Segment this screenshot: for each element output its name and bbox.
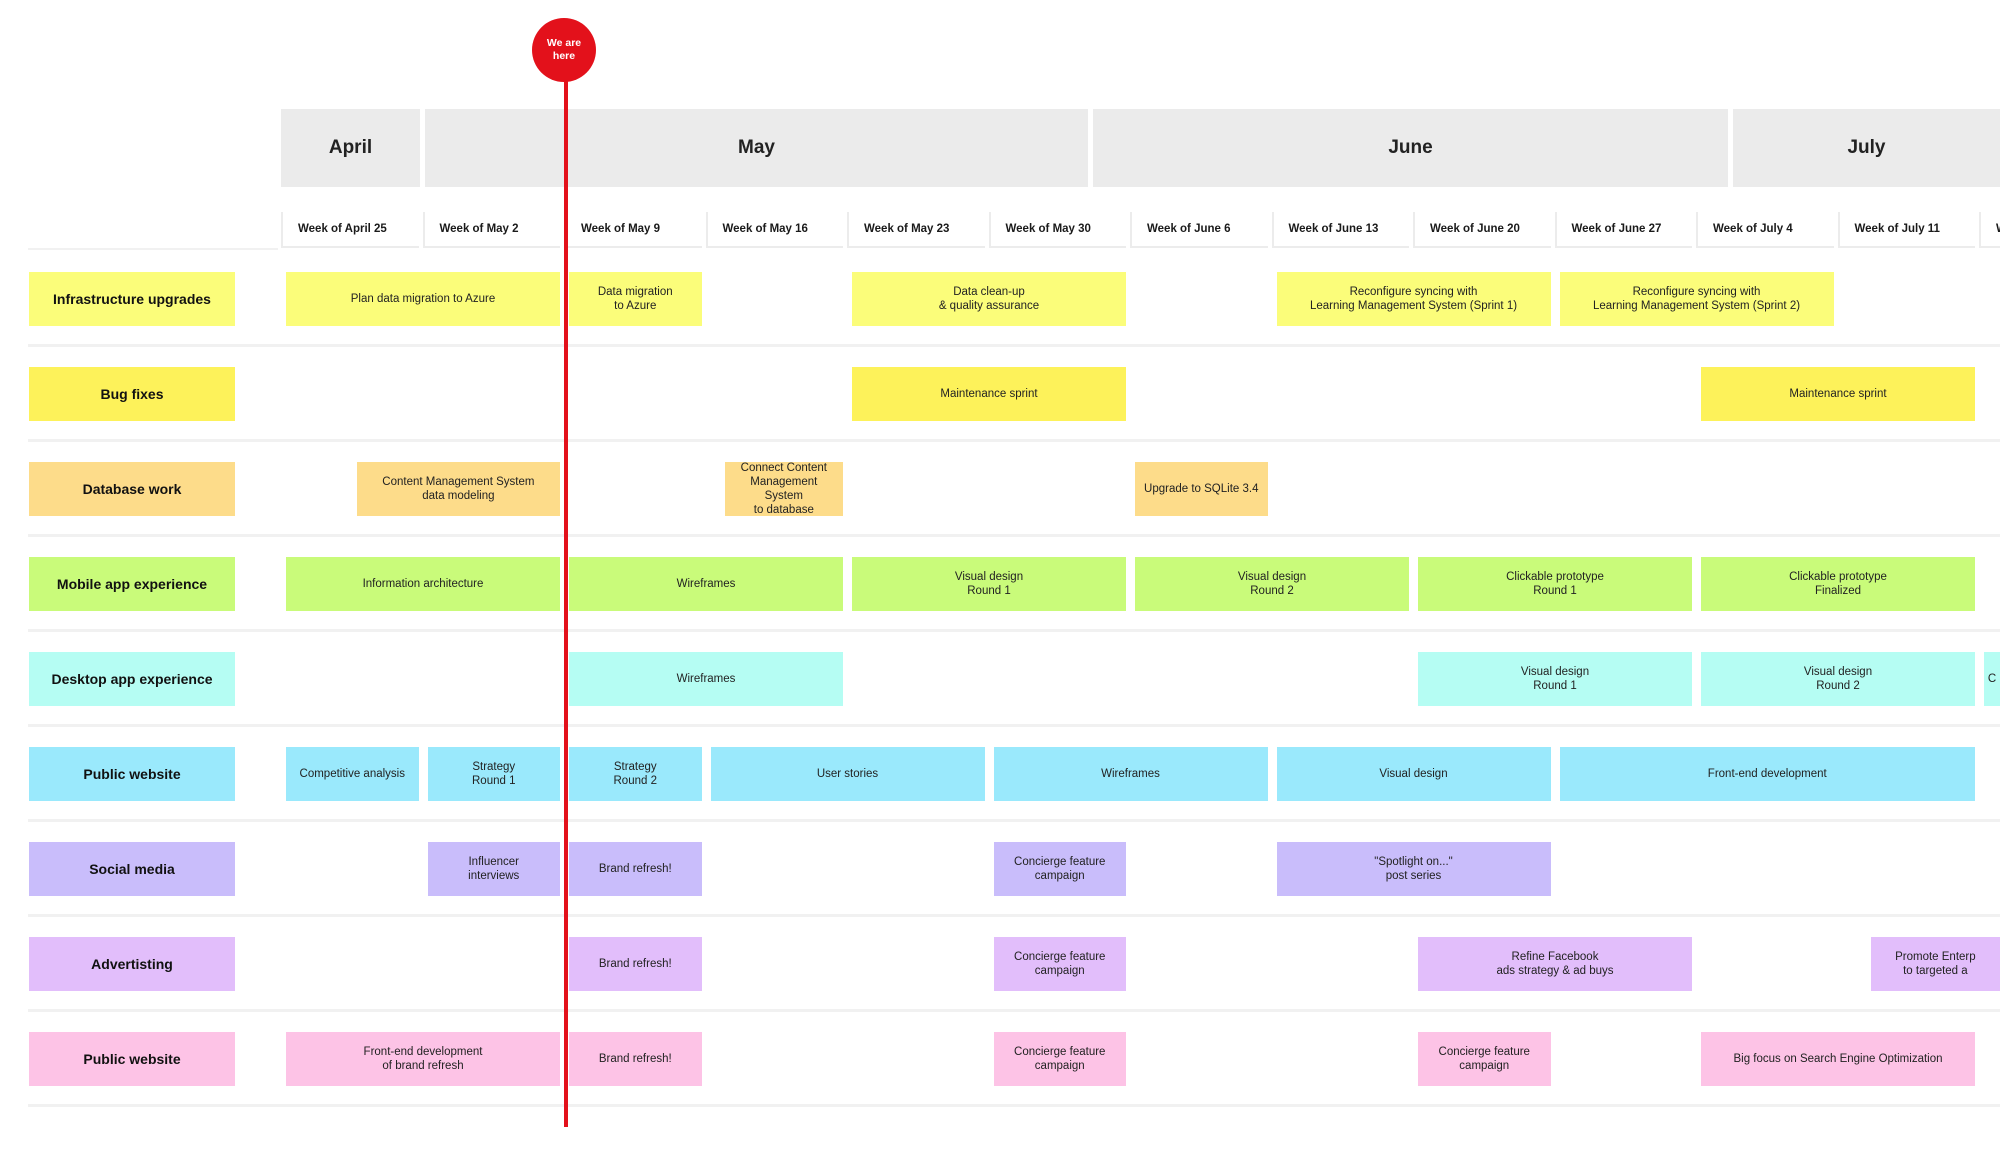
task-card[interactable]: Upgrade to SQLite 3.4	[1135, 462, 1268, 516]
row-label[interactable]: Social media	[29, 842, 235, 896]
task-card[interactable]: Visual design Round 1	[1418, 652, 1692, 706]
task-card[interactable]: "Spotlight on..." post series	[1276, 842, 1551, 896]
task-card[interactable]: Visual design	[1276, 747, 1551, 801]
week-header: Week of June 27	[1554, 212, 1692, 248]
task-card[interactable]: Big focus on Search Engine Optimization	[1701, 1032, 1975, 1086]
week-header: Week of July 11	[1837, 212, 1975, 248]
week-header: Week of May 9	[564, 212, 702, 248]
task-card[interactable]: Information architecture	[286, 557, 560, 611]
task-card[interactable]: Visual design Round 1	[852, 557, 1126, 611]
task-card[interactable]: Concierge feature campaign	[993, 1032, 1126, 1086]
task-card[interactable]: Front-end development	[1559, 747, 1975, 801]
week-header: Week of May 16	[705, 212, 843, 248]
task-card[interactable]: Influencer interviews	[427, 842, 560, 896]
row-divider	[28, 439, 2000, 442]
task-card[interactable]: Reconfigure syncing with Learning Manage…	[1559, 272, 1834, 326]
task-card[interactable]: Brand refresh!	[569, 1032, 702, 1086]
task-card[interactable]: Competitive analysis	[286, 747, 419, 801]
task-card[interactable]: Wireframes	[993, 747, 1268, 801]
week-header: Week of June 6	[1130, 212, 1268, 248]
week-header: Week of May 30	[988, 212, 1126, 248]
week-header: Week of June 20	[1413, 212, 1551, 248]
row-label[interactable]: Mobile app experience	[29, 557, 235, 611]
task-card[interactable]: Connect Content Management System to dat…	[724, 462, 843, 516]
task-card[interactable]: Clickable prototype Finalized	[1701, 557, 1975, 611]
row-divider	[28, 819, 2000, 822]
task-card[interactable]: Clickable prototype Round 1	[1418, 557, 1692, 611]
task-card[interactable]: C	[1984, 652, 2000, 706]
row-label[interactable]: Infrastructure upgrades	[29, 272, 235, 326]
task-card[interactable]: Concierge feature campaign	[993, 842, 1126, 896]
task-card[interactable]: Data clean-up & quality assurance	[852, 272, 1126, 326]
task-card[interactable]: Data migration to Azure	[569, 272, 702, 326]
current-date-line[interactable]	[564, 60, 568, 1127]
month-june: June	[1093, 109, 1728, 187]
month-april: April	[281, 109, 420, 187]
header-divider	[28, 248, 278, 250]
week-header: W	[1979, 212, 2000, 248]
task-card[interactable]: Front-end development of brand refresh	[286, 1032, 560, 1086]
task-card[interactable]: Wireframes	[569, 652, 843, 706]
week-header: Week of July 4	[1696, 212, 1834, 248]
task-card[interactable]: User stories	[710, 747, 985, 801]
task-card[interactable]: Strategy Round 1	[427, 747, 560, 801]
row-label[interactable]: Database work	[29, 462, 235, 516]
row-divider	[28, 1104, 2000, 1107]
task-card[interactable]: Refine Facebook ads strategy & ad buys	[1418, 937, 1692, 991]
task-card[interactable]: Brand refresh!	[569, 937, 702, 991]
task-card[interactable]: Wireframes	[569, 557, 843, 611]
task-card[interactable]: Concierge feature campaign	[1418, 1032, 1551, 1086]
row-divider	[28, 724, 2000, 727]
row-label[interactable]: Advertisting	[29, 937, 235, 991]
row-label[interactable]: Public website	[29, 747, 235, 801]
task-card[interactable]: Brand refresh!	[569, 842, 702, 896]
task-card[interactable]: Concierge feature campaign	[993, 937, 1126, 991]
month-may: May	[425, 109, 1088, 187]
task-card[interactable]: Visual design Round 2	[1701, 652, 1975, 706]
task-card[interactable]: Maintenance sprint	[852, 367, 1126, 421]
task-card[interactable]: Reconfigure syncing with Learning Manage…	[1276, 272, 1551, 326]
row-label[interactable]: Bug fixes	[29, 367, 235, 421]
we-are-here-marker[interactable]: We are here	[532, 18, 596, 82]
task-card[interactable]: Content Management System data modeling	[356, 462, 560, 516]
task-card[interactable]: Strategy Round 2	[569, 747, 702, 801]
row-label[interactable]: Desktop app experience	[29, 652, 235, 706]
task-card[interactable]: Promote Enterp to targeted a	[1870, 937, 2000, 991]
week-header: Week of April 25	[281, 212, 419, 248]
row-divider	[28, 914, 2000, 917]
month-july: July	[1733, 109, 2000, 187]
row-divider	[28, 534, 2000, 537]
week-header: Week of June 13	[1271, 212, 1409, 248]
row-divider	[28, 344, 2000, 347]
task-card[interactable]: Maintenance sprint	[1701, 367, 1975, 421]
row-label[interactable]: Public website	[29, 1032, 235, 1086]
task-card[interactable]: Plan data migration to Azure	[286, 272, 560, 326]
task-card[interactable]: Visual design Round 2	[1135, 557, 1409, 611]
row-divider	[28, 1009, 2000, 1012]
week-header: Week of May 2	[422, 212, 560, 248]
week-header: Week of May 23	[847, 212, 985, 248]
row-divider	[28, 629, 2000, 632]
